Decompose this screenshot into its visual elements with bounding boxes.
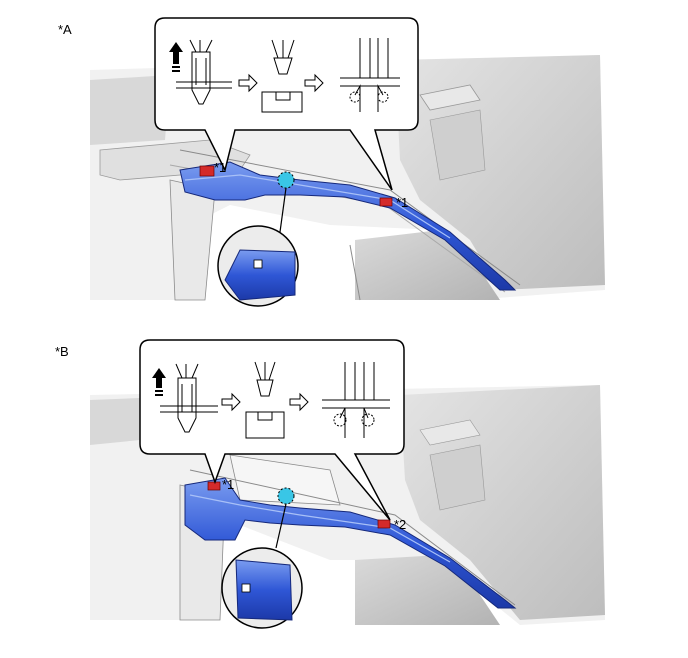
- clip-detail-icon: [340, 38, 400, 112]
- clip-installed-icon: [160, 363, 218, 433]
- clip-detail-icon: [322, 362, 390, 438]
- callout-box-b: [139, 339, 405, 521]
- panel-a-label: *A: [58, 22, 72, 37]
- right-arrow-icon: [304, 73, 324, 93]
- callout-b-2: *2: [394, 517, 407, 532]
- magnified-detail-a: [217, 187, 299, 307]
- callout-a-1-right: *1: [396, 195, 409, 210]
- clip-sequence-b: [152, 361, 390, 439]
- clip-removed-icon: [261, 39, 303, 113]
- callout-b-1: *1: [222, 477, 235, 492]
- curtain-airbag-a: [179, 161, 517, 291]
- panel-b-label: *B: [55, 344, 69, 359]
- magnified-detail-b: [221, 503, 303, 629]
- clip-installed-icon: [176, 39, 232, 105]
- clip-sequence-a: [169, 38, 400, 113]
- panel-a: [90, 17, 605, 307]
- right-arrow-icon: [289, 392, 309, 412]
- up-arrow-icon: [152, 368, 166, 396]
- right-arrow-icon: [238, 73, 258, 93]
- panel-b: [90, 339, 605, 629]
- right-arrow-icon: [221, 392, 241, 412]
- callout-a-1-left: *1: [214, 160, 227, 175]
- curtain-airbag-b: [184, 477, 517, 609]
- callout-box-a: [154, 17, 419, 191]
- clip-removed-icon: [245, 361, 285, 439]
- up-arrow-icon: [169, 42, 183, 72]
